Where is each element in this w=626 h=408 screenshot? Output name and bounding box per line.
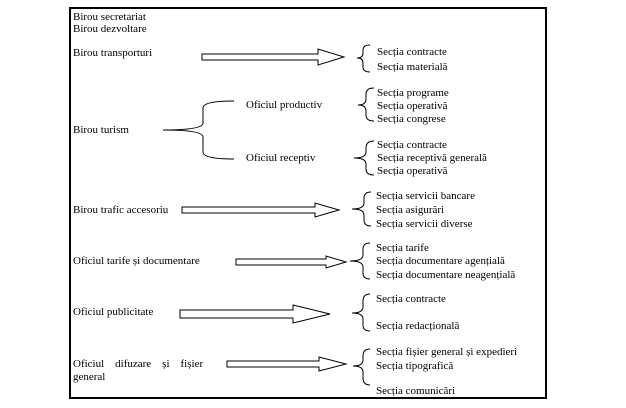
source-oficiul-difuzare-line2: general	[73, 371, 106, 383]
target-sectia-servicii-bancare: Secția servicii bancare	[376, 190, 475, 202]
target-sectia-documentare-neagentiala: Secția documentare neagențială	[376, 269, 516, 281]
target-sectia-operativa-receptiv: Secția operativă	[377, 165, 448, 177]
office-receptiv: Oficiul receptiv	[246, 152, 316, 164]
target-sectia-documentare-agentiala: Secția documentare agențială	[376, 255, 505, 267]
target-sectia-asigurari: Secția asigurări	[376, 204, 445, 216]
target-sectia-materiala: Secția materială	[377, 61, 448, 73]
arrow-difuzare	[226, 356, 348, 372]
arrow-tarife	[235, 255, 348, 269]
target-sectia-comunicari: Secția comunicări	[376, 385, 456, 397]
target-sectia-fisier-general: Secția fișier general și expedieri	[376, 346, 518, 358]
target-sectia-receptiva-generala: Secția receptivă generală	[377, 152, 487, 164]
brace-turism	[162, 100, 235, 160]
source-oficiul-publicitate: Oficiul publicitate	[73, 306, 154, 318]
brace-tarife	[349, 242, 371, 280]
target-sectia-servicii-diverse: Secția servicii diverse	[376, 218, 473, 230]
target-sectia-operativa: Secția operativă	[377, 100, 448, 112]
target-sectia-congrese: Secția congrese	[377, 113, 446, 125]
brace-difuzare	[352, 348, 371, 386]
target-sectia-contracte-publicitate: Secția contracte	[376, 293, 446, 305]
diagram-frame	[69, 7, 547, 399]
source-oficiul-tarife: Oficiul tarife și documentare	[73, 255, 200, 267]
target-sectia-redactionala: Secția redacțională	[376, 320, 460, 332]
source-birou-trafic-accesoriu: Birou trafic accesoriu	[73, 204, 169, 216]
brace-transporturi	[356, 44, 371, 73]
target-sectia-tipografica: Secția tipografică	[376, 360, 454, 372]
target-sectia-contracte: Secția contracte	[377, 46, 447, 58]
source-oficiul-difuzare: Oficiul difuzare și fișier	[73, 358, 204, 370]
target-sectia-tarife: Secția tarife	[376, 242, 429, 254]
brace-productiv	[357, 87, 375, 122]
office-productiv: Oficiul productiv	[246, 99, 323, 111]
arrow-trafic	[181, 202, 341, 218]
unit-birou-secretariat: Birou secretariat	[73, 11, 146, 23]
arrow-transporturi	[201, 48, 346, 66]
brace-receptiv	[353, 140, 375, 176]
unit-birou-dezvoltare: Birou dezvoltare	[73, 23, 147, 35]
target-sectia-programe: Secția programe	[377, 87, 449, 99]
source-birou-transporturi: Birou transporturi	[73, 47, 153, 59]
source-birou-turism: Birou turism	[73, 124, 129, 136]
target-sectia-contracte-receptiv: Secția contracte	[377, 139, 447, 151]
brace-trafic	[351, 191, 372, 227]
arrow-publicitate	[179, 304, 331, 324]
brace-publicitate	[351, 293, 371, 332]
